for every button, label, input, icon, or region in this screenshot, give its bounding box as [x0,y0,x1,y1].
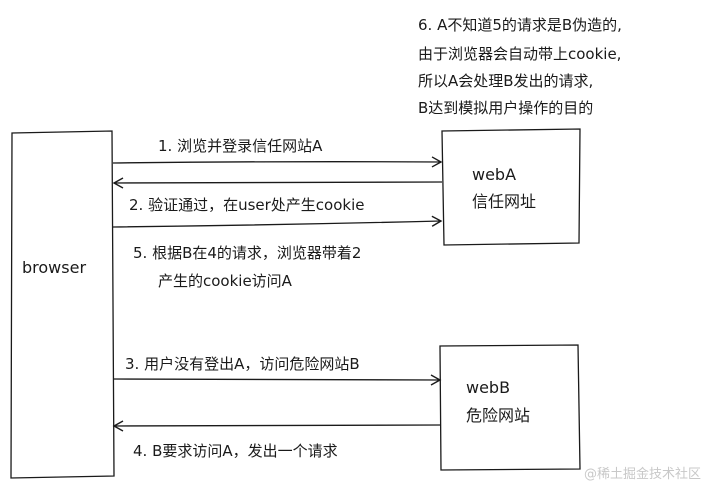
webA-node: webA 信任网址 [441,128,581,246]
step-2-arrow: 2. 验证通过，在user处产生cookie [112,177,443,214]
webB-box [439,344,581,471]
step-5-arrow: 5. 根据B在4的请求，浏览器带着2 产生的cookie访问A [112,215,443,290]
step-3-arrow: 3. 用户没有登出A，访问危险网站B [112,355,442,386]
webA-box [441,128,581,246]
note-line-4: B达到模拟用户操作的目的 [418,99,593,117]
note-line-3: 所以A会处理B发出的请求, [418,72,593,90]
webB-desc: 危险网站 [466,406,530,425]
step-4-label: 4. B要求访问A，发出一个请求 [133,442,338,460]
step-4-arrow: 4. B要求访问A，发出一个请求 [112,420,442,460]
step-5-label-line-1: 5. 根据B在4的请求，浏览器带着2 [133,244,361,262]
attack-explanation-note: 6. A不知道5的请求是B伪造的, 由于浏览器会自动带上cookie, 所以A会… [418,16,622,117]
watermark: @稀土掘金技术社区 [584,466,701,482]
step-5-label-line-2: 产生的cookie访问A [158,272,293,290]
step-1-arrow: 1. 浏览并登录信任网站A [112,137,443,168]
webA-name: webA [472,165,516,184]
webB-node: webB 危险网站 [439,344,581,471]
step-2-label: 2. 验证通过，在user处产生cookie [129,196,364,214]
step-1-label: 1. 浏览并登录信任网站A [158,137,323,155]
note-line-2: 由于浏览器会自动带上cookie, [418,45,621,63]
browser-node: browser [10,130,115,479]
webA-desc: 信任网址 [472,192,536,211]
step-3-label: 3. 用户没有登出A，访问危险网站B [125,355,360,373]
webB-name: webB [466,378,510,397]
note-line-1: 6. A不知道5的请求是B伪造的, [418,16,622,34]
browser-label: browser [22,258,86,277]
browser-box [10,130,115,479]
